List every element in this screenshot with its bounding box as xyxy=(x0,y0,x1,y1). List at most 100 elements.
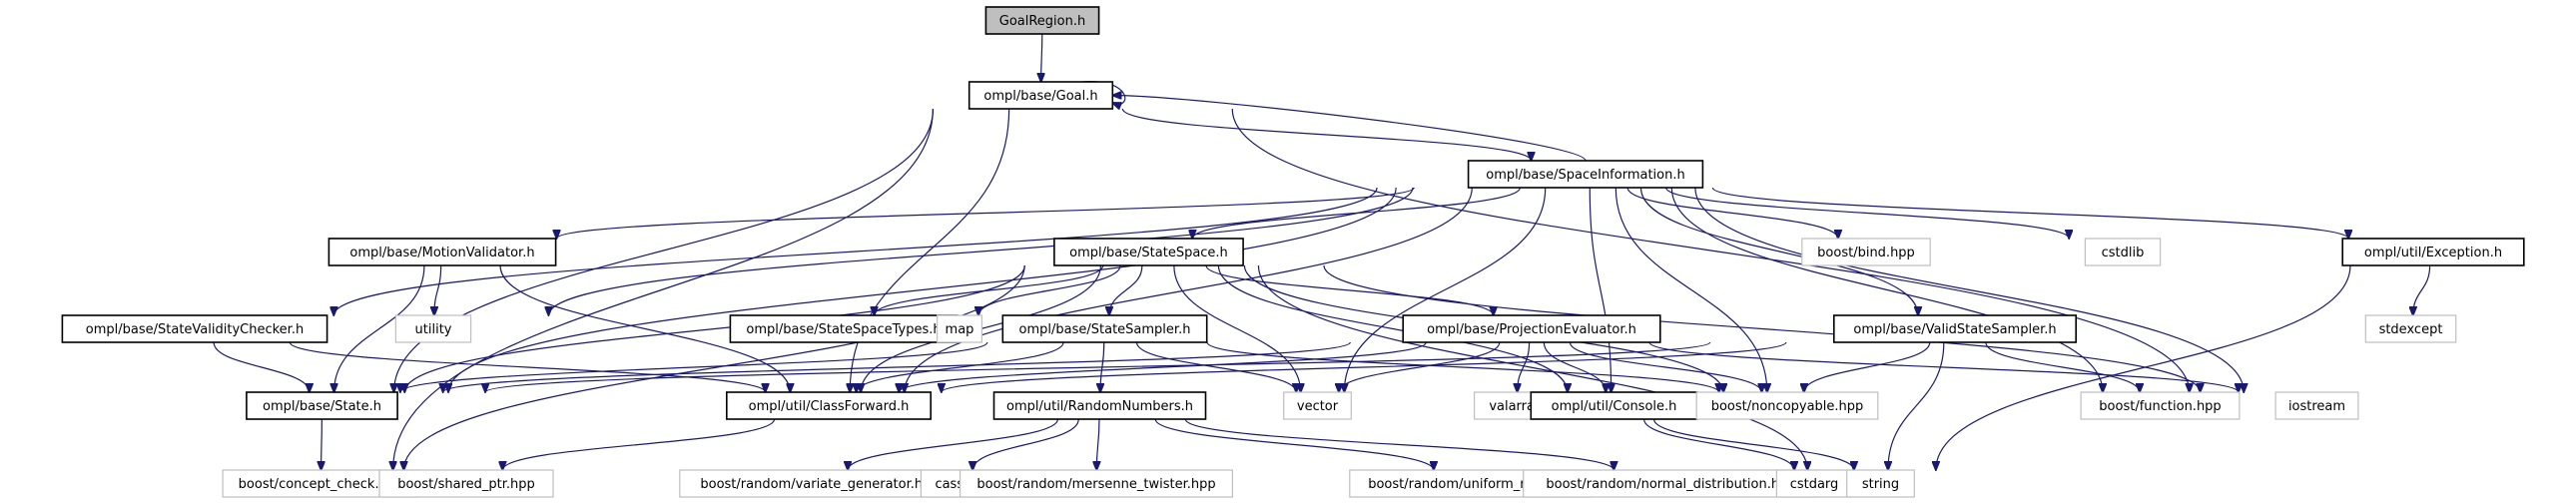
edge-projectionevaluator-to-console xyxy=(1543,341,1606,392)
node-box xyxy=(2084,238,2162,266)
node-label: ompl/util/ClassForward.h xyxy=(749,399,910,414)
node-string: string xyxy=(1846,469,1915,498)
node-goal[interactable]: ompl/base/Goal.h xyxy=(967,81,1114,110)
node-statevaliditychecker[interactable]: ompl/base/StateValidityChecker.h xyxy=(61,314,328,343)
node-label: cstdarg xyxy=(1790,477,1839,492)
node-box xyxy=(1283,391,1352,420)
edge-spaceinfo-to-noncopyable xyxy=(1614,187,1767,392)
node-utility: utility xyxy=(394,314,472,343)
node-classforward[interactable]: ompl/util/ClassForward.h xyxy=(725,391,932,420)
edge-statespace-to-statesampler xyxy=(1109,264,1143,315)
edge-projectionevaluator-to-state xyxy=(443,341,1351,392)
edge-spaceinfo-to-exception xyxy=(1711,187,2348,239)
edge-statespace-to-map xyxy=(978,264,1121,315)
edge-statespace-to-vector xyxy=(1173,264,1301,392)
edge-statespace-to-iostream xyxy=(1323,264,2201,392)
node-label: ompl/util/Console.h xyxy=(1552,399,1677,414)
node-box xyxy=(2364,314,2457,343)
edge-randomnumbers-to-variategenerator xyxy=(848,418,1059,470)
node-box xyxy=(394,314,472,343)
node-label: ompl/base/StateSpace.h xyxy=(1069,246,1228,260)
node-box xyxy=(327,238,557,266)
node-map: map xyxy=(936,314,982,343)
node-label: boost/random/mersenne_twister.hpp xyxy=(976,477,1215,492)
node-box xyxy=(992,391,1207,420)
edge-statevaliditychecker-to-classforward xyxy=(289,341,765,392)
edge-statesampler-to-state xyxy=(400,341,988,392)
edge-goal-to-spaceinfo xyxy=(1121,108,1531,161)
node-label: map xyxy=(946,322,974,337)
edge-validstatesampler-to-classforward xyxy=(942,341,1787,392)
edge-spaceinfo-to-boostfunction xyxy=(1670,187,2103,392)
edge-validstatesampler-to-boostfunction xyxy=(1985,341,2140,392)
node-label: string xyxy=(1862,477,1899,492)
node-box xyxy=(984,6,1100,35)
node-box xyxy=(967,81,1114,110)
node-box xyxy=(1530,391,1698,420)
edge-validstatesampler-to-noncopyable xyxy=(1804,341,1931,392)
edge-randomnumbers-to-mersennetwister xyxy=(1096,418,1099,470)
node-cstdarg: cstdarg xyxy=(1775,469,1853,498)
edge-randomnumbers-to-cassert xyxy=(972,418,1079,470)
node-box xyxy=(1695,391,1879,420)
edge-projectionevaluator-to-noncopyable xyxy=(1569,341,1761,392)
edge-validstatesampler-to-state xyxy=(485,341,1711,392)
node-box xyxy=(1053,238,1244,266)
node-randomnumbers[interactable]: ompl/util/RandomNumbers.h xyxy=(992,391,1207,420)
node-label: boost/random/variate_generator.hpp xyxy=(700,477,939,492)
edge-exception-to-string xyxy=(1936,264,2351,470)
node-label: boost/random/uniform_real.hpp xyxy=(1368,477,1574,492)
node-box xyxy=(61,314,328,343)
edge-goal-to-conceptcheck xyxy=(393,108,934,470)
node-console[interactable]: ompl/util/Console.h xyxy=(1530,391,1698,420)
node-exception[interactable]: ompl/util/Exception.h xyxy=(2341,238,2525,266)
node-box xyxy=(1402,314,1661,343)
node-box xyxy=(729,314,959,343)
edge-randomnumbers-to-uniformreal xyxy=(1154,418,1434,470)
node-label: ompl/util/Exception.h xyxy=(2364,246,2502,260)
node-label: ompl/base/ProjectionEvaluator.h xyxy=(1427,322,1636,337)
edge-spaceinfo-to-iostream xyxy=(1694,187,2244,392)
edge-statespace-to-statespacetypes xyxy=(875,264,1104,315)
edge-statespace-to-string xyxy=(1257,264,1807,470)
edge-statespace-to-state xyxy=(404,264,1025,392)
node-label: boost/bind.hpp xyxy=(1817,246,1915,260)
node-goalregion[interactable]: GoalRegion.h xyxy=(984,6,1100,35)
edge-spaceinfo-to-boostbind xyxy=(1626,187,1838,239)
node-validstatesampler[interactable]: ompl/base/ValidStateSampler.h xyxy=(1833,314,2078,343)
node-stdexcept: stdexcept xyxy=(2364,314,2457,343)
node-label: ompl/base/MotionValidator.h xyxy=(349,246,534,260)
node-label: utility xyxy=(415,322,452,337)
node-variategenerator: boost/random/variate_generator.hpp xyxy=(679,469,961,498)
node-mersennetwister: boost/random/mersenne_twister.hpp xyxy=(959,469,1233,498)
node-box xyxy=(2341,238,2525,266)
node-projectionevaluator[interactable]: ompl/base/ProjectionEvaluator.h xyxy=(1402,314,1661,343)
node-boostfunction: boost/function.hpp xyxy=(2080,391,2241,420)
edge-spaceinfo-to-console xyxy=(1589,187,1610,392)
node-label: boost/noncopyable.hpp xyxy=(1711,399,1864,414)
edge-projectionevaluator-to-valarray xyxy=(1518,341,1531,392)
node-state[interactable]: ompl/base/State.h xyxy=(246,391,398,420)
node-box xyxy=(378,469,554,498)
node-sharedptr: boost/shared_ptr.hpp xyxy=(378,469,554,498)
node-label: cstdlib xyxy=(2102,246,2145,260)
edge-classforward-to-sharedptr xyxy=(502,418,776,470)
edge-statespace-to-conceptcheck xyxy=(403,264,1025,470)
edge-spaceinfo-to-state xyxy=(448,187,1397,392)
edge-validstatesampler-to-string xyxy=(1888,341,1945,470)
edge-console-to-string xyxy=(1652,418,1854,470)
node-label: boost/concept_check.hpp xyxy=(239,477,404,492)
edge-projectionevaluator-to-classforward xyxy=(899,341,1427,392)
node-motionvalidator[interactable]: ompl/base/MotionValidator.h xyxy=(327,238,557,266)
node-statespace[interactable]: ompl/base/StateSpace.h xyxy=(1053,238,1244,266)
node-box xyxy=(1801,238,1931,266)
node-statespacetypes[interactable]: ompl/base/StateSpaceTypes.h xyxy=(729,314,959,343)
node-label: ompl/base/SpaceInformation.h xyxy=(1486,168,1684,183)
node-spaceinfo[interactable]: ompl/base/SpaceInformation.h xyxy=(1467,160,1704,189)
node-label: valarray xyxy=(1489,399,1543,414)
edge-randomnumbers-to-normaldistribution xyxy=(1184,418,1613,470)
node-statesampler[interactable]: ompl/base/StateSampler.h xyxy=(1001,314,1208,343)
node-label: ompl/base/Goal.h xyxy=(983,89,1097,104)
node-cstdlib: cstdlib xyxy=(2084,238,2162,266)
node-iostream: iostream xyxy=(2274,391,2359,420)
